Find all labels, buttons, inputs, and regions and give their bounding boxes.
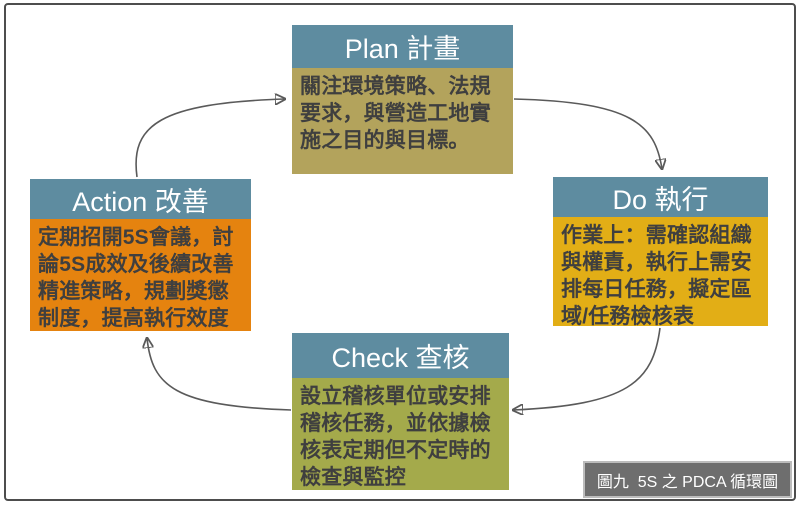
check-node: Check 查核 設立稽核單位或安排稽核任務，並依據檢核表定期但不定時的檢查與監… xyxy=(292,333,509,490)
action-node: Action 改善 定期招開5S會議，討論5S成效及後續改善精進策略，規劃獎懲制… xyxy=(30,179,251,331)
action-body-text: 定期招開5S會議，討論5S成效及後續改善精進策略，規劃獎懲制度，提高執行效度 xyxy=(30,219,251,331)
do-title: Do 執行 xyxy=(553,177,768,217)
do-node: Do 執行 作業上：需確認組織與權責，執行上需安排每日任務，擬定區域/任務檢核表 xyxy=(553,177,768,328)
arrow-check-to-action xyxy=(147,338,292,411)
plan-title: Plan 計畫 xyxy=(292,25,513,68)
arrow-do-to-check xyxy=(513,327,661,410)
figure-caption: 圖九 5S 之 PDCA 循環圖 xyxy=(583,461,792,498)
check-body-text: 設立稽核單位或安排稽核任務，並依據檢核表定期但不定時的檢查與監控 xyxy=(292,378,509,490)
action-title: Action 改善 xyxy=(30,179,251,219)
do-body-text: 作業上：需確認組織與權責，執行上需安排每日任務，擬定區域/任務檢核表 xyxy=(553,217,768,328)
plan-node: Plan 計畫 關注環境策略、法規要求，與營造工地實施之目的與目標。 xyxy=(292,25,513,174)
plan-body-text: 關注環境策略、法規要求，與營造工地實施之目的與目標。 xyxy=(292,68,513,174)
check-title: Check 查核 xyxy=(292,333,509,378)
arrow-plan-to-do xyxy=(513,98,662,169)
arrow-action-to-plan xyxy=(135,99,285,178)
